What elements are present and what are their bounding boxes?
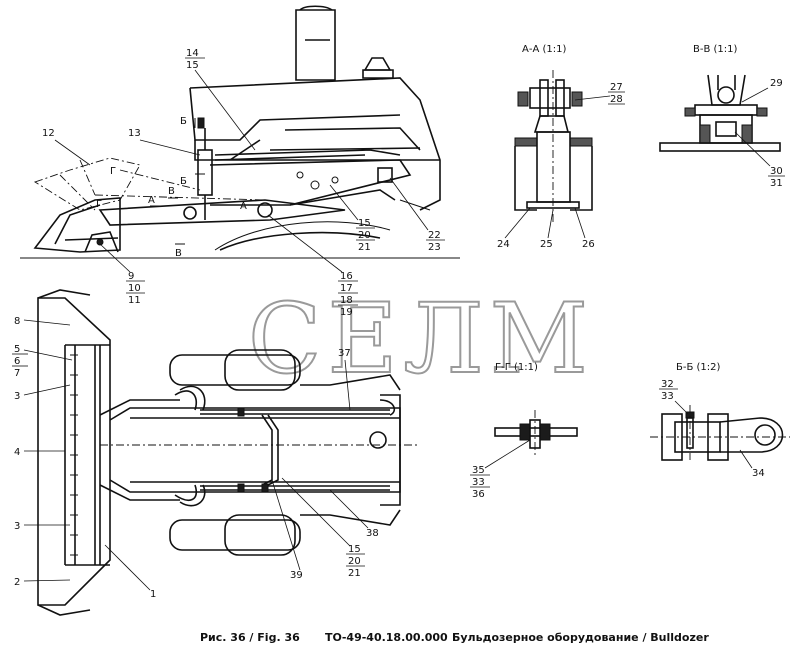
callout-23: 23 [428,242,441,253]
section-gg-title: Г-Г (1:1) [495,362,538,373]
section-bb-title: Б-Б (1:2) [676,362,721,373]
callout-21: 21 [348,568,361,579]
callout-18: 18 [340,295,353,306]
caption-figure-number: Рис. 36 / Fig. 36 [200,631,300,644]
callout-34: 34 [752,468,765,479]
callout-37: 37 [338,348,351,359]
callout-20: 20 [358,230,371,241]
callout-30: 30 [770,166,783,177]
callout-11: 11 [128,295,141,306]
section-mark-v: В [175,248,182,259]
callout-27: 27 [610,82,623,93]
callout-3: 3 [14,391,20,402]
blade-teeth [70,354,78,556]
callout-26: 26 [582,239,595,250]
callout-12: 12 [42,128,55,139]
callout-38: 38 [366,528,379,539]
section-bb: Б-Б (1:2) 32 33 34 [650,362,790,479]
side-view-callouts: 14 15 12 13 9 10 11 15 20 21 22 23 16 17… [42,48,445,318]
callout-14: 14 [186,48,199,59]
section-mark-b: Б [180,176,187,187]
callout-21: 21 [358,242,371,253]
callout-17: 17 [340,283,353,294]
callout-3: 3 [14,521,20,532]
callout-15: 15 [358,218,371,229]
callout-5: 5 [14,344,20,355]
top-view-callouts: 8 5 6 7 3 4 3 2 1 37 38 39 15 20 21 [12,316,379,600]
callout-39: 39 [290,570,303,581]
callout-33: 33 [661,391,674,402]
callout-19: 19 [340,307,353,318]
callout-22: 22 [428,230,441,241]
section-mark-b: Б [180,116,187,127]
callout-32: 32 [661,379,674,390]
callout-9: 9 [128,271,134,282]
top-view [37,289,420,616]
section-mark-a: А [240,201,247,212]
section-vv: В-В (1:1) 29 30 31 [659,44,785,189]
side-view: Б Б А А В В Г Г [20,5,460,259]
section-gg: Г-Г (1:1) 35 33 36 [470,362,578,500]
callout-8: 8 [14,316,20,327]
section-mark-g: Г [96,199,102,210]
callout-33: 33 [472,477,485,488]
callout-20: 20 [348,556,361,567]
section-mark-g: Г [110,166,116,177]
callout-15: 15 [348,544,361,555]
caption-title: Бульдозерное оборудование / Bulldozer [452,631,709,644]
section-mark-a: А [148,195,155,206]
section-mark-v: В [168,186,175,197]
callout-10: 10 [128,283,141,294]
callout-31: 31 [770,178,783,189]
caption-drawing-code: ТО-49-40.18.00.000 [325,631,448,644]
callout-4: 4 [14,447,20,458]
callout-28: 28 [610,94,623,105]
callout-35: 35 [472,465,485,476]
callout-24: 24 [497,239,510,250]
callout-25: 25 [540,239,553,250]
figure-caption: Рис. 36 / Fig. 36 ТО-49-40.18.00.000 Бул… [200,631,709,644]
watermark: СЕЛМ [248,283,594,395]
callout-36: 36 [472,489,485,500]
section-aa: А-А (1:1) 27 28 24 25 26 [497,44,625,250]
callout-29: 29 [770,78,783,89]
callout-1: 1 [150,589,156,600]
callout-13: 13 [128,128,141,139]
callout-16: 16 [340,271,353,282]
callout-6: 6 [14,356,20,367]
section-vv-title: В-В (1:1) [693,44,738,55]
callout-2: 2 [14,577,20,588]
callout-15: 15 [186,60,199,71]
section-aa-title: А-А (1:1) [522,44,566,55]
callout-7: 7 [14,368,20,379]
